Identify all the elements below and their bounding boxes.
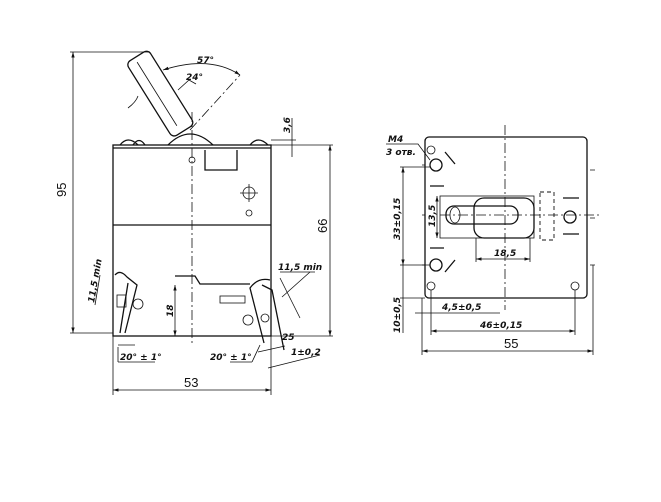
dim-terminal-clearance-right: 11,5 min <box>278 263 322 273</box>
dim-terminal-angle-right: 20° ± 1° <box>210 353 252 363</box>
dim-hole-spacing-horizontal: 46±0,15 <box>479 321 522 331</box>
dim-lever-length: 18,5 <box>494 249 516 259</box>
dim-lever-width: 13,5 <box>428 205 438 227</box>
dim-hole-spacing-vertical: 33±0,15 <box>393 198 403 240</box>
dim-edge-offset-horizontal: 4,5±0,5 <box>441 303 481 313</box>
side-view: 95 66 53 57° 24° 3,6 11,5 min 11,5 min 1… <box>54 50 333 395</box>
dim-lever-angle: 57° <box>197 56 214 66</box>
toggle-lever <box>127 50 194 137</box>
lever-base <box>439 195 535 239</box>
dim-terminal-thickness: 1±0,2 <box>291 348 321 358</box>
mounting-plate <box>424 136 588 299</box>
dim-terminal-height: 18 <box>166 304 176 317</box>
label-thread: M4 <box>388 135 403 145</box>
dim-terminal-angle-left: 20° ± 1° <box>120 353 162 363</box>
dim-body-height: 66 <box>315 219 330 233</box>
dim-edge-offset-vertical: 10±0,5 <box>393 297 403 333</box>
label-holes: 3 отв. <box>386 148 416 158</box>
dim-overall-height: 95 <box>54 183 69 197</box>
dim-overall-width: 55 <box>504 336 518 351</box>
dim-lever-half-angle: 24° <box>186 73 203 83</box>
dim-terminal-clearance-left: 11,5 min <box>87 258 105 303</box>
m4-screw-holes <box>426 145 580 291</box>
dim-terminal-width: 25 <box>282 333 295 343</box>
lever-dome <box>167 133 214 146</box>
dim-cap-height: 3,6 <box>283 117 293 133</box>
top-view: M4 3 отв. 33±0,15 13,5 18,5 10±0,5 4,5±0… <box>386 125 600 355</box>
dim-width: 53 <box>184 375 198 390</box>
lever-top <box>445 205 519 225</box>
